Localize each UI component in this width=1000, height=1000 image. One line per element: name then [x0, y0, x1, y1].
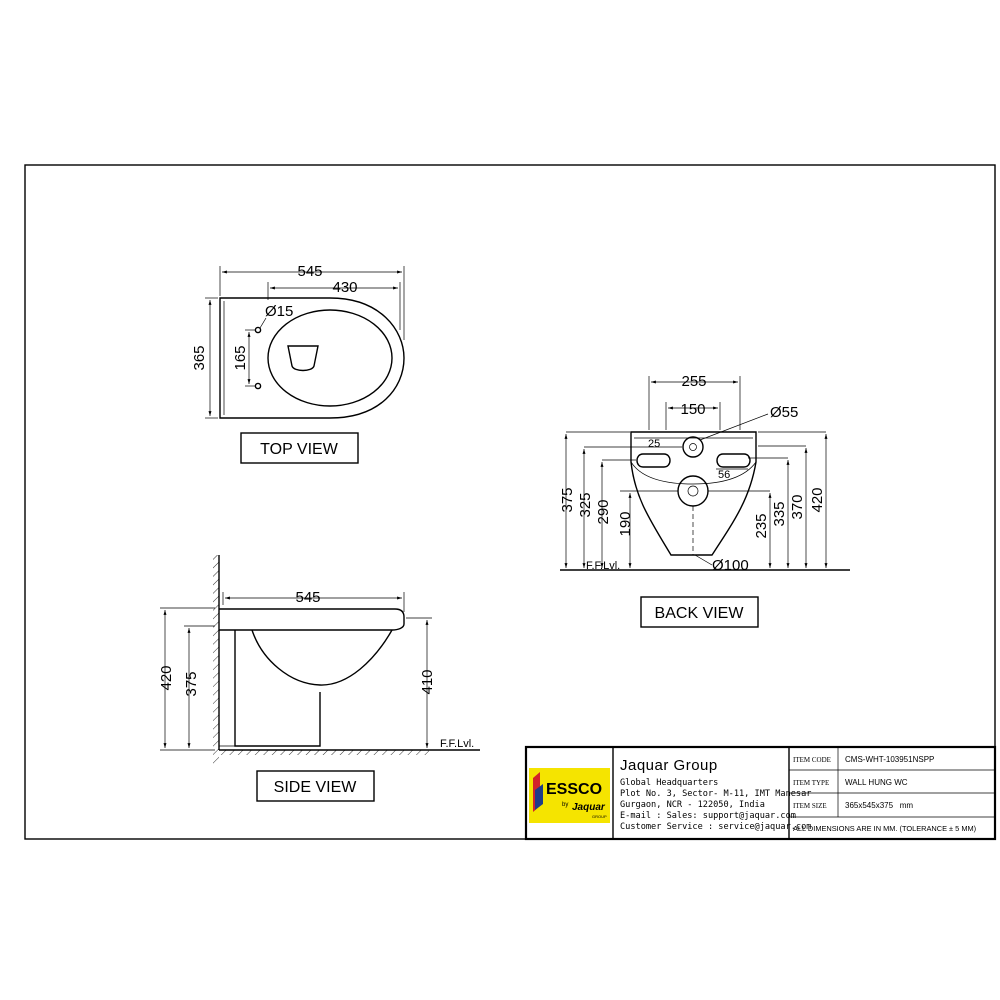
back-view: 255 150 Ø55 25 56 F.F.Lvl. 375 325 290 1…: [559, 373, 850, 628]
dim-545-top: 545: [297, 263, 322, 280]
logo-jaquar-text: Jaquar: [572, 802, 606, 813]
address-line-3: Gurgaon, NCR - 122050, India: [620, 800, 765, 810]
item-code-value: CMS-WHT-103951NSPP: [845, 755, 934, 764]
fixing-hole-icon: [254, 326, 262, 334]
address-line-1: Global Headquarters: [620, 778, 718, 788]
inlet-circle: [682, 436, 704, 458]
top-view: 545 430 365 165 Ø15 TOP VIEW: [191, 263, 405, 464]
item-size-label: ITEM SIZE: [793, 802, 827, 810]
dim-375-back: 375: [559, 487, 576, 512]
side-bowl: [251, 629, 393, 686]
side-pedestal: [234, 630, 321, 747]
logo-essco-text: ESSCO: [546, 781, 602, 798]
dim-420-back: 420: [809, 487, 826, 512]
dim-150: 150: [680, 401, 705, 418]
dim-dia-15: Ø15: [265, 303, 293, 320]
address-line-2: Plot No. 3, Sector- M-11, IMT Manesar: [620, 789, 811, 799]
top-view-label: TOP VIEW: [260, 441, 339, 458]
side-view-label: SIDE VIEW: [274, 779, 358, 796]
dim-235: 235: [753, 513, 770, 538]
outlet-circle: [677, 475, 709, 507]
dim-25: 25: [648, 438, 660, 450]
dim-325: 325: [577, 492, 594, 517]
back-view-label-box: [640, 596, 759, 628]
dim-420-side: 420: [158, 665, 175, 690]
back-floor-label: F.F.Lvl.: [586, 560, 620, 572]
address-line-5: Customer Service : service@jaquar.com: [620, 822, 811, 832]
logo-by-text: by: [562, 802, 568, 808]
dim-375-side: 375: [183, 671, 200, 696]
right-fixing-slot: [716, 453, 751, 468]
drawing-frame: [24, 164, 996, 840]
dim-56: 56: [718, 469, 730, 481]
dim-190: 190: [617, 511, 634, 536]
dim-335: 335: [771, 501, 788, 526]
dim-410: 410: [419, 669, 436, 694]
top-view-bowl: [267, 309, 393, 407]
back-view-outline: [630, 431, 757, 556]
top-view-outline: [219, 297, 405, 419]
top-view-outlet: [287, 345, 319, 372]
top-view-label-box: [240, 432, 359, 464]
dim-545-side: 545: [295, 589, 320, 606]
left-fixing-slot: [636, 453, 671, 468]
dim-165: 165: [232, 345, 249, 370]
back-view-label: BACK VIEW: [655, 605, 745, 622]
item-type-label: ITEM TYPE: [793, 779, 829, 787]
item-type-value: WALL HUNG WC: [845, 778, 908, 787]
side-view: F.F.Lvl. 545 420 375 410 SIDE VIEW: [158, 555, 480, 802]
dim-255: 255: [681, 373, 706, 390]
dim-dia-100: Ø100: [712, 557, 749, 574]
company-name: Jaquar Group: [620, 757, 718, 774]
dim-370: 370: [789, 494, 806, 519]
title-block: ESSCO by Jaquar GROUP Jaquar Group Globa…: [524, 745, 997, 841]
item-code-label: ITEM CODE: [793, 756, 831, 764]
dim-dia-55: Ø55: [770, 404, 798, 421]
wall-hatch: [213, 555, 219, 765]
side-rim: [219, 608, 405, 631]
dim-430: 430: [332, 279, 357, 296]
side-floor-label: F.F.Lvl.: [440, 738, 474, 750]
fixing-hole-icon: [254, 382, 262, 390]
address-line-4: E-mail : Sales: support@jaquar.com: [620, 811, 796, 821]
item-size-value: 365x545x375 mm: [845, 801, 913, 810]
dimensions-note: ALL DIMENSIONS ARE IN MM. (TOLERANCE ± 5…: [793, 824, 976, 833]
essco-logo: ESSCO by Jaquar GROUP: [529, 768, 610, 823]
dim-290: 290: [595, 499, 612, 524]
logo-group-text: GROUP: [592, 814, 607, 819]
side-view-label-box: [256, 770, 375, 802]
back-view-shoulder: [630, 461, 757, 485]
dim-365: 365: [191, 345, 208, 370]
